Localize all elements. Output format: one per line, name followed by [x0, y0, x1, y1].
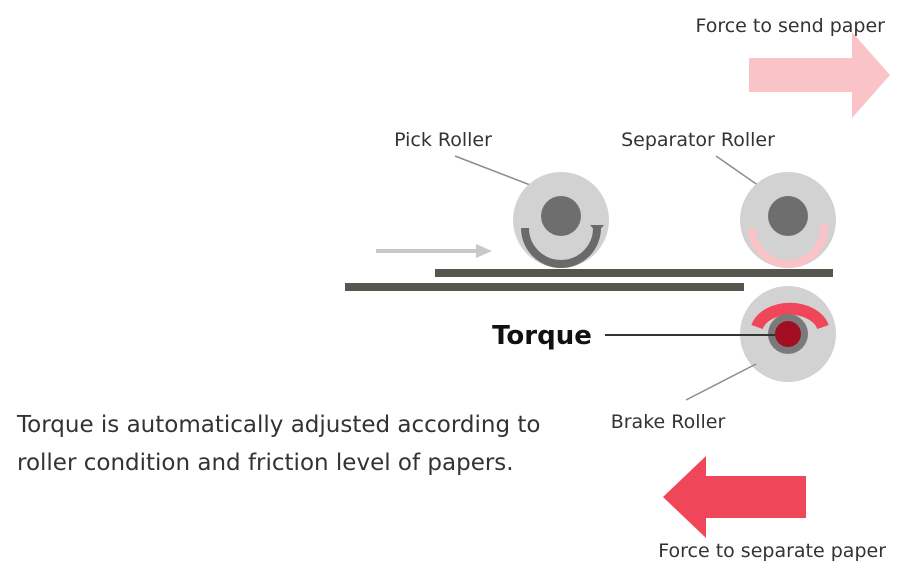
- paper-sheet-upper: [435, 269, 833, 277]
- brake-roller: [740, 286, 836, 382]
- separator-roller-label: Separator Roller: [621, 129, 775, 151]
- paper-sheet-lower: [345, 283, 744, 291]
- description-line-1: Torque is automatically adjusted accordi…: [16, 412, 541, 438]
- pick-roller-leader-line: [454, 155, 539, 189]
- force-separate-label: Force to separate paper: [658, 540, 886, 562]
- brake-roller-leader-line: [685, 363, 757, 401]
- separator-roller: [740, 172, 836, 268]
- paper-feed-arrow-icon: [376, 244, 492, 258]
- force-send-arrow-icon: [749, 32, 890, 118]
- force-separate-arrow-icon: [663, 456, 806, 538]
- force-send-label: Force to send paper: [695, 15, 885, 37]
- torque-label: Torque: [492, 321, 592, 351]
- pick-roller-label: Pick Roller: [394, 129, 492, 151]
- brake-roller-label: Brake Roller: [611, 411, 726, 433]
- separator-roller-leader-line: [715, 155, 763, 189]
- description-line-2: roller condition and friction level of p…: [17, 450, 514, 476]
- pick-roller: [513, 172, 609, 268]
